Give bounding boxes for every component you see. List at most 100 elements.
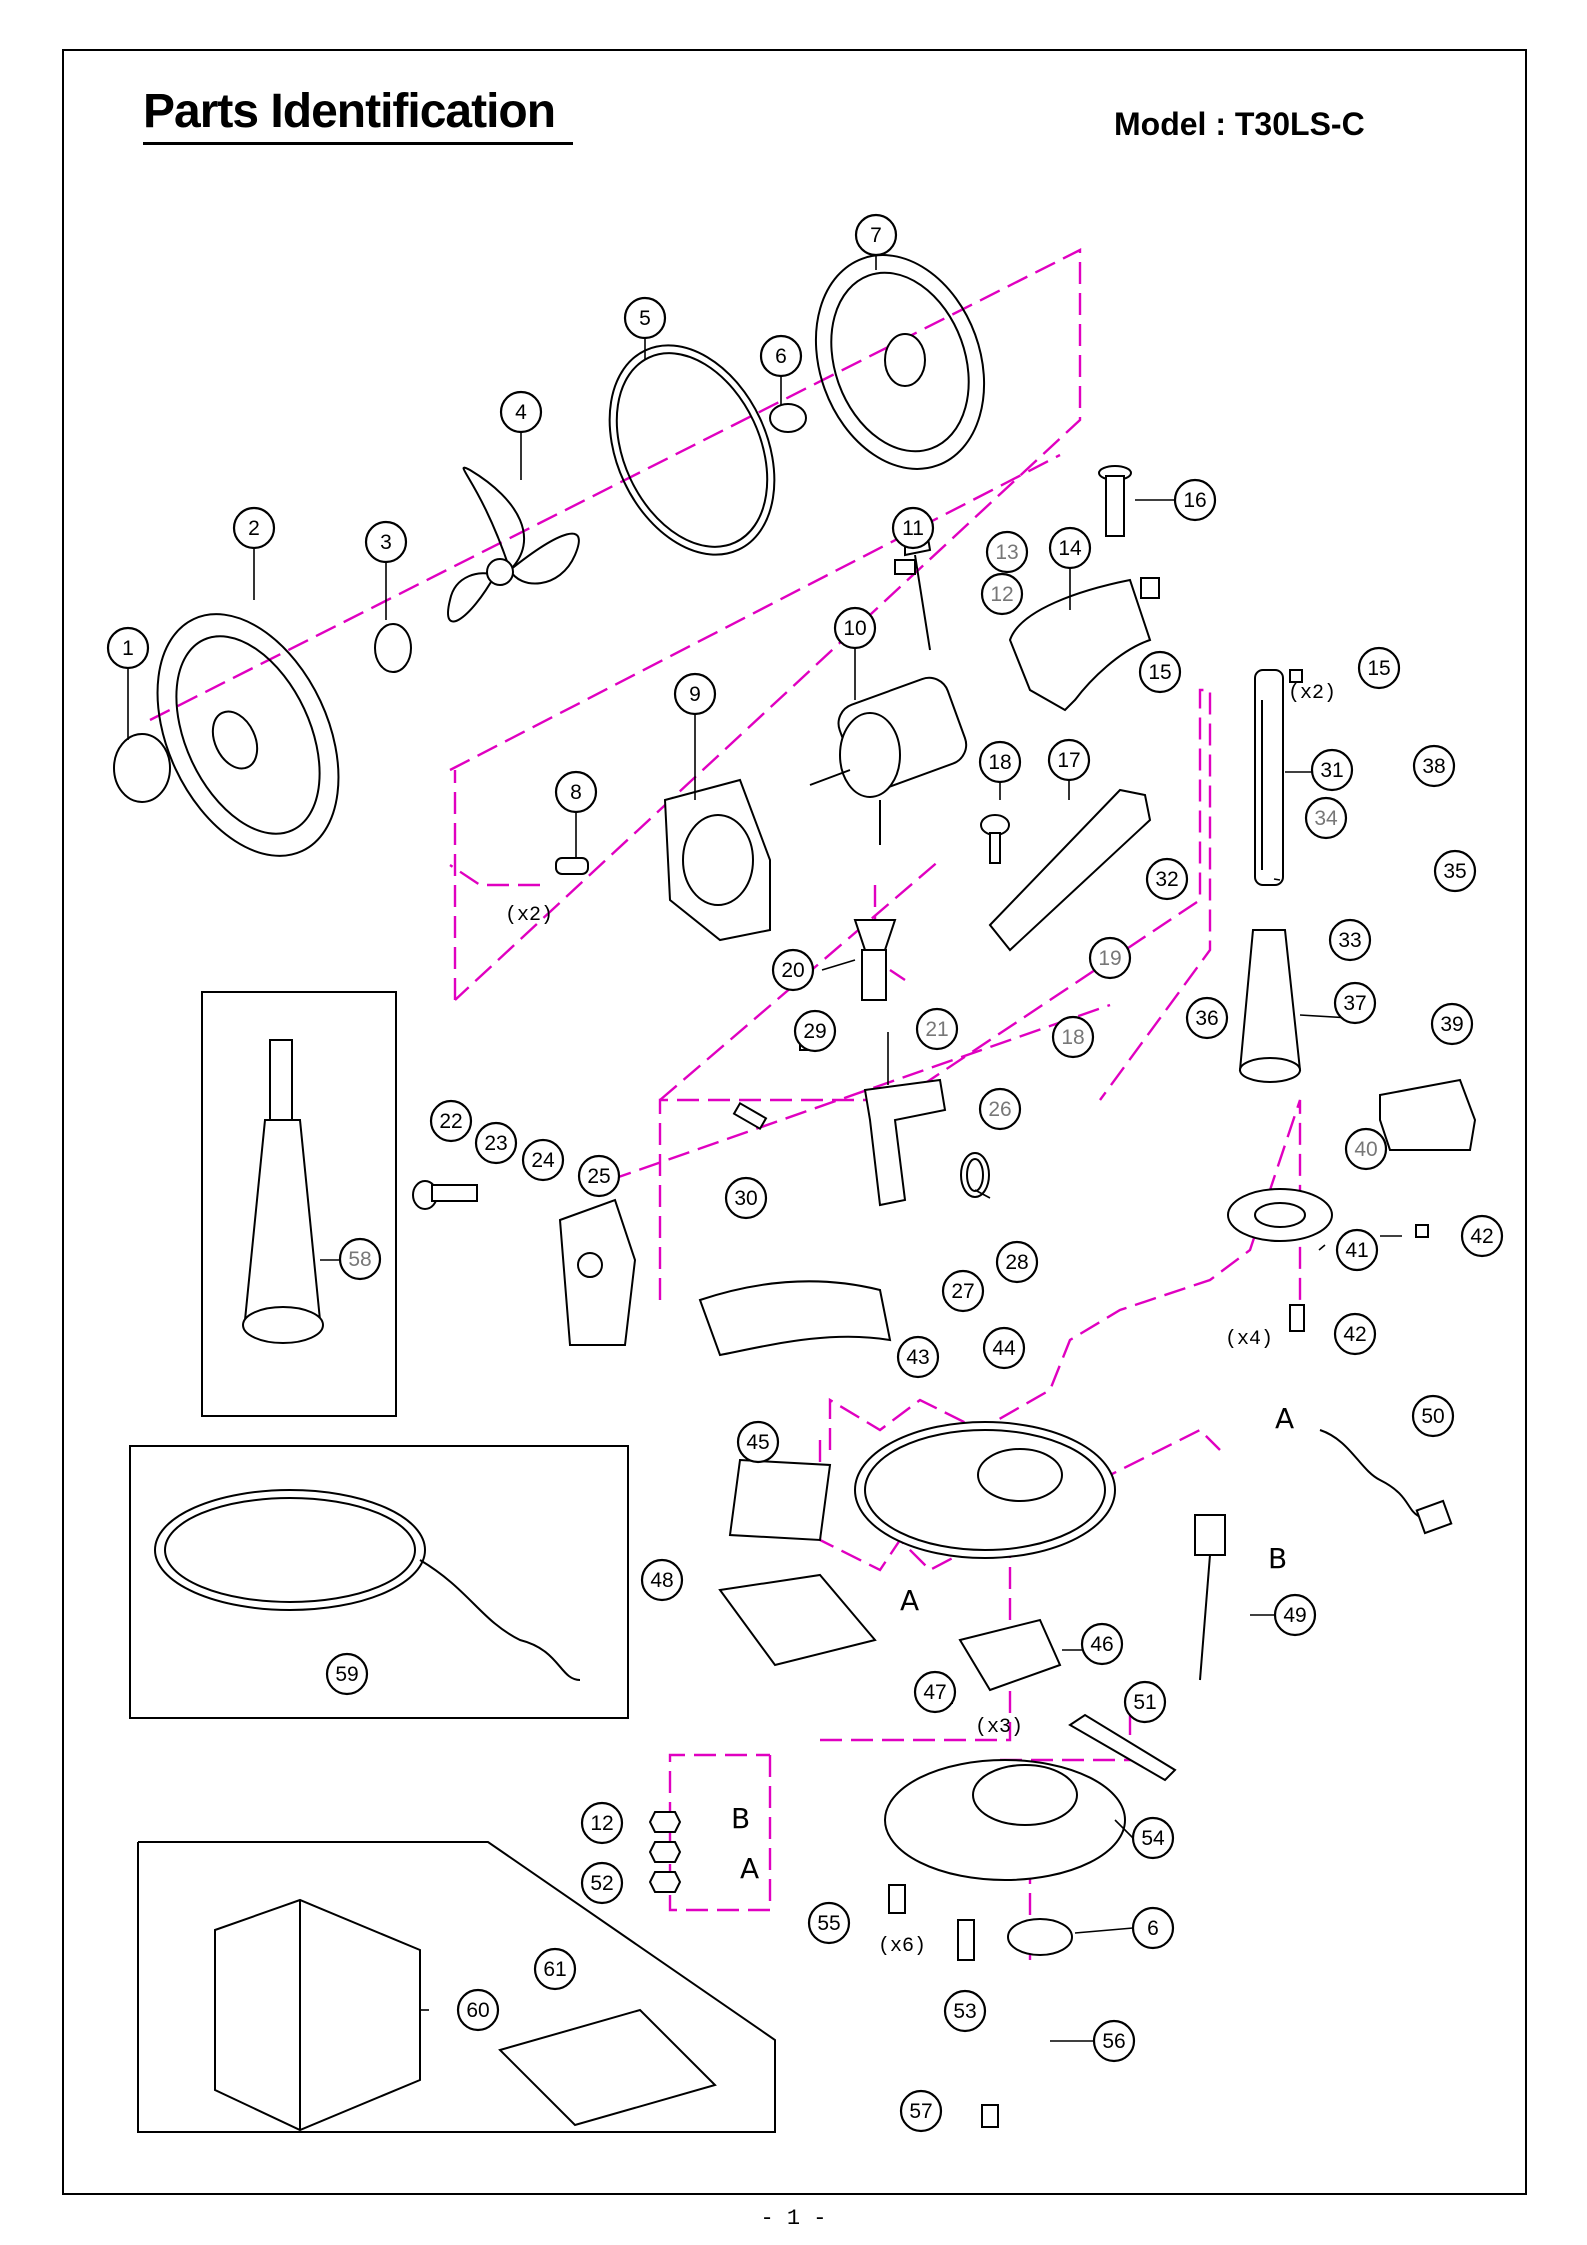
svg-text:59: 59	[335, 1663, 358, 1686]
callout-bubbles: 1 2 3 4 5 6 7 8 9 10 11 12 13 14 15 15 1…	[108, 215, 1502, 2131]
callout-12-bottom: 12	[582, 1803, 622, 1843]
svg-text:60: 60	[466, 1999, 489, 2022]
qty-47: (x3)	[975, 1716, 1023, 1739]
callout-39: 39	[1432, 1004, 1472, 1044]
callout-36: 36	[1187, 998, 1227, 1038]
callout-35: 35	[1435, 851, 1475, 891]
qty-8: (x2)	[505, 904, 553, 927]
callout-33: 33	[1330, 920, 1370, 960]
qty-42: (x4)	[1225, 1328, 1273, 1351]
svg-text:40: 40	[1354, 1138, 1377, 1161]
callout-42-bottom: 42	[1335, 1314, 1375, 1354]
svg-text:6: 6	[1147, 1917, 1159, 1940]
svg-text:7: 7	[870, 224, 882, 247]
callout-3: 3	[366, 522, 406, 562]
callout-27: 27	[943, 1271, 983, 1311]
callout-4: 4	[501, 392, 541, 432]
callout-60: 60	[458, 1990, 498, 2030]
connector-B-nuts: B	[731, 1802, 750, 1835]
plate-45-drawing	[730, 1460, 830, 1540]
callout-7: 7	[856, 215, 896, 255]
callout-15-motor: 15	[1140, 652, 1180, 692]
svg-text:45: 45	[746, 1431, 769, 1454]
callout-9: 9	[675, 674, 715, 714]
svg-text:49: 49	[1283, 1604, 1306, 1627]
callout-29: 29	[795, 1011, 835, 1051]
callout-43: 43	[898, 1337, 938, 1377]
svg-text:61: 61	[543, 1958, 566, 1981]
base-cover-39-drawing	[1380, 1080, 1475, 1150]
motor-cover-14-drawing	[1010, 580, 1150, 710]
callout-28: 28	[997, 1242, 1037, 1282]
callout-38: 38	[1414, 746, 1454, 786]
callout-46: 46	[1082, 1624, 1122, 1664]
connector-A-cord: A	[1275, 1402, 1294, 1435]
svg-text:10: 10	[843, 617, 866, 640]
callout-21: 21	[917, 1009, 957, 1049]
svg-text:14: 14	[1058, 537, 1082, 560]
motor-rear-cover-drawing	[665, 780, 770, 940]
svg-text:50: 50	[1421, 1405, 1444, 1428]
swivel-20-drawing	[855, 920, 895, 1000]
spinner-nut-drawing	[375, 624, 411, 672]
callout-31: 31	[1312, 750, 1352, 790]
qty-15: (x2)	[1288, 682, 1336, 705]
svg-text:48: 48	[650, 1569, 673, 1592]
base-44-drawing	[855, 1422, 1115, 1558]
svg-text:24: 24	[531, 1149, 555, 1172]
pcb-46-drawing	[960, 1620, 1060, 1690]
svg-text:6: 6	[775, 345, 787, 368]
callout-49: 49	[1275, 1595, 1315, 1635]
callout-34: 34	[1306, 798, 1346, 838]
front-grille-drawing	[121, 585, 374, 885]
svg-text:34: 34	[1314, 807, 1338, 830]
callout-25: 25	[579, 1156, 619, 1196]
svg-text:51: 51	[1133, 1691, 1156, 1714]
bolt-18-drawing	[981, 815, 1009, 863]
callout-18-top: 18	[980, 742, 1020, 782]
callout-32: 32	[1147, 859, 1187, 899]
callout-6-bottom: 6	[1133, 1908, 1173, 1948]
svg-text:43: 43	[906, 1346, 929, 1369]
blade-drawing	[448, 468, 579, 622]
callout-40: 40	[1346, 1129, 1386, 1169]
bracket-25-drawing	[560, 1200, 635, 1345]
callout-42-right: 42	[1462, 1216, 1502, 1256]
callout-41: 41	[1337, 1230, 1377, 1270]
callout-57: 57	[901, 2091, 941, 2131]
callout-5: 5	[625, 298, 665, 338]
callout-47: 47	[915, 1672, 955, 1712]
spinner-6-drawing	[770, 404, 806, 432]
pin-16-drawing	[1099, 466, 1131, 536]
callout-26: 26	[980, 1089, 1020, 1129]
callout-52: 52	[582, 1863, 622, 1903]
svg-text:47: 47	[923, 1681, 946, 1704]
page-number: - 1 -	[0, 2206, 1587, 2231]
weight-48-drawing	[720, 1575, 875, 1665]
svg-text:28: 28	[1005, 1251, 1028, 1274]
callout-23: 23	[476, 1123, 516, 1163]
inset-base-assembly	[130, 1446, 628, 1718]
callout-2: 2	[234, 508, 274, 548]
svg-text:35: 35	[1443, 860, 1466, 883]
bar-51-drawing	[1070, 1715, 1175, 1780]
callout-18-bottom: 18	[1053, 1017, 1093, 1057]
svg-text:3: 3	[380, 531, 392, 554]
callout-12-top: 12	[982, 574, 1022, 614]
svg-text:52: 52	[590, 1872, 613, 1895]
svg-text:54: 54	[1141, 1827, 1165, 1850]
svg-text:44: 44	[992, 1337, 1016, 1360]
svg-text:18: 18	[988, 751, 1011, 774]
motor-drawing	[810, 672, 972, 845]
tilt-joint-26-drawing	[865, 1080, 945, 1205]
svg-text:32: 32	[1155, 868, 1178, 891]
inner-pole-31-drawing	[1255, 670, 1283, 885]
svg-text:57: 57	[909, 2100, 932, 2123]
callout-11: 11	[893, 508, 933, 548]
qty-55: (x6)	[878, 1935, 926, 1958]
callout-55: 55	[809, 1903, 849, 1943]
svg-text:5: 5	[639, 307, 651, 330]
panel-43-drawing	[700, 1281, 890, 1355]
base-plate-54-drawing	[885, 1760, 1125, 1880]
